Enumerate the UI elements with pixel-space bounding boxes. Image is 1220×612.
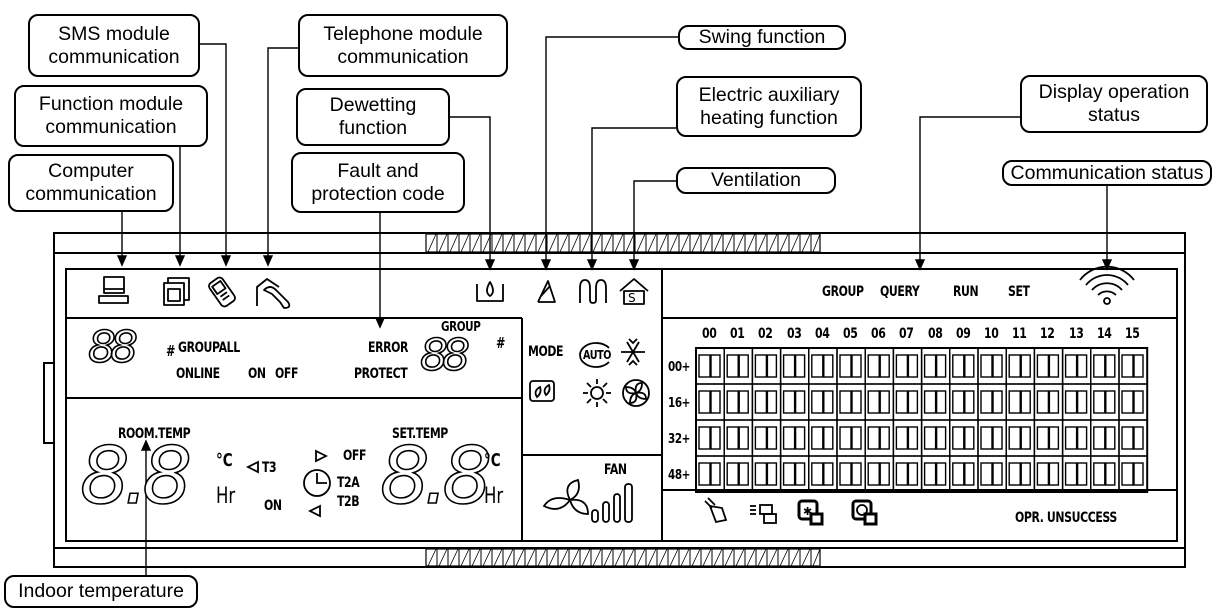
swing-icon (537, 280, 556, 303)
grid-row-label: 16+ (668, 396, 690, 411)
panel-frame (43, 232, 1186, 568)
lcd-mode: MODE (528, 344, 564, 360)
lcd-opr-unsuccess: OPR. UNSUCCESS (1015, 510, 1117, 526)
lcd-off-timer: OFF (343, 448, 367, 464)
callout-fault: Fault and protection code (291, 152, 465, 213)
callout-electric-heating: Electric auxiliary heating function (676, 76, 862, 137)
touch-lock-icon (704, 497, 728, 524)
svg-text:S: S (628, 291, 636, 305)
lcd-hr-right: Hr (484, 484, 504, 509)
room-temp-digits: 8.8 (79, 431, 193, 523)
lcd-t3: T3 (262, 460, 277, 476)
snowflake-icon (621, 338, 645, 366)
electric-heating-icon (579, 279, 607, 304)
grid-column-label: 13 (1068, 326, 1084, 342)
lcd-online: ONLINE (176, 366, 220, 382)
ventilation-icon: S (619, 278, 649, 305)
lcd-on-timer: ON (264, 498, 282, 514)
lcd-hr-left: Hr (216, 484, 236, 509)
lcd-t2b: T2B (337, 494, 360, 510)
lcd-group-hash: # (496, 334, 506, 352)
big-fan-icon (542, 478, 589, 515)
callout-sms: SMS module communication (28, 14, 200, 77)
callout-comm-status: Communication status (1002, 160, 1212, 186)
clock-icon (303, 449, 331, 518)
lcd-on: ON (248, 366, 266, 382)
callout-ventilation: Ventilation (676, 167, 836, 194)
lcd-fan: FAN (604, 462, 627, 478)
wifi-signal-icon (1079, 265, 1135, 305)
grid-column-label: 10 (984, 326, 999, 342)
lcd-error: ERROR (368, 340, 409, 356)
hatch-strip-bottom (425, 548, 821, 567)
grid-column-label: 08 (927, 326, 943, 342)
grid-column-label: 12 (1040, 326, 1055, 342)
group-digits: 88 (87, 321, 139, 374)
grid-column-label: 15 (1125, 326, 1140, 342)
function-module-icon (163, 277, 190, 306)
callout-computer: Computer communication (8, 154, 174, 212)
grid-column-label: 07 (899, 326, 914, 342)
grid-column-label: 00 (702, 326, 717, 342)
telephone-icon (256, 278, 291, 309)
set-temp-digits: 8.8 (379, 431, 493, 523)
t3-arrow-icon (245, 460, 259, 474)
sun-icon (583, 379, 611, 407)
lcd-room-temp: ROOM.TEMP (118, 426, 191, 442)
hatch-strip-top (425, 233, 821, 253)
svg-text:✱: ✱ (803, 505, 812, 518)
lcd-deg-c-left: °C (216, 450, 233, 471)
lcd-off: OFF (275, 366, 299, 382)
callout-swing: Swing function (678, 25, 846, 50)
lcd-t2a: T2A (337, 475, 360, 491)
grid-column-label: 04 (814, 326, 830, 342)
callout-indoor-temp: Indoor temperature (4, 575, 198, 608)
lcd-display-area (65, 268, 1178, 542)
mode-lock-icon (851, 499, 878, 526)
dry-mode-icon (529, 380, 555, 402)
lcd-group-small: GROUP (441, 320, 481, 335)
grid-row-label: 32+ (668, 432, 690, 447)
computer-icon (98, 276, 129, 304)
lcd-auto: AUTO (583, 348, 612, 362)
sms-phone-icon (208, 276, 236, 308)
grid-column-label: 14 (1096, 326, 1112, 342)
lcd-set-temp: SET.TEMP (392, 426, 448, 442)
auto-mode-icon (579, 342, 610, 368)
grid-row-label: 00+ (668, 360, 690, 375)
lcd-groupall: GROUPALL (178, 340, 240, 356)
lcd-hash: # (166, 342, 176, 360)
cool-lock-icon: ✱ (797, 499, 824, 526)
lcd-run-label: RUN (953, 284, 979, 300)
grid-column-label: 01 (730, 326, 745, 342)
fan-speed-bars-icon (591, 483, 633, 523)
lcd-protect: PROTECT (354, 366, 408, 382)
callout-function-module: Function module communication (14, 85, 208, 147)
dewetting-icon (476, 281, 504, 302)
card-lock-icon (750, 504, 777, 524)
lcd-set-label: SET (1008, 284, 1030, 300)
fan-icon (622, 379, 650, 407)
address-grid (695, 347, 1149, 493)
error-digits: 88 (419, 329, 471, 382)
grid-column-label: 11 (1012, 326, 1027, 342)
grid-column-label: 03 (786, 326, 802, 342)
grid-column-label: 02 (758, 326, 773, 342)
callout-dewetting: Dewetting function (296, 88, 450, 146)
grid-column-label: 06 (871, 326, 886, 342)
leader-lines (116, 36, 1113, 575)
lcd-group-label: GROUP (822, 284, 864, 300)
lcd-deg-c-right: °C (484, 450, 501, 471)
grid-column-label: 09 (955, 326, 971, 342)
grid-column-label: 05 (843, 326, 858, 342)
side-tab (43, 362, 55, 444)
grid-row-label: 48+ (668, 468, 690, 483)
callout-telephone: Telephone module communication (298, 14, 508, 77)
grid-cell (1118, 455, 1148, 493)
callout-display-status: Display operation status (1020, 75, 1208, 133)
lcd-query-label: QUERY (880, 284, 920, 300)
